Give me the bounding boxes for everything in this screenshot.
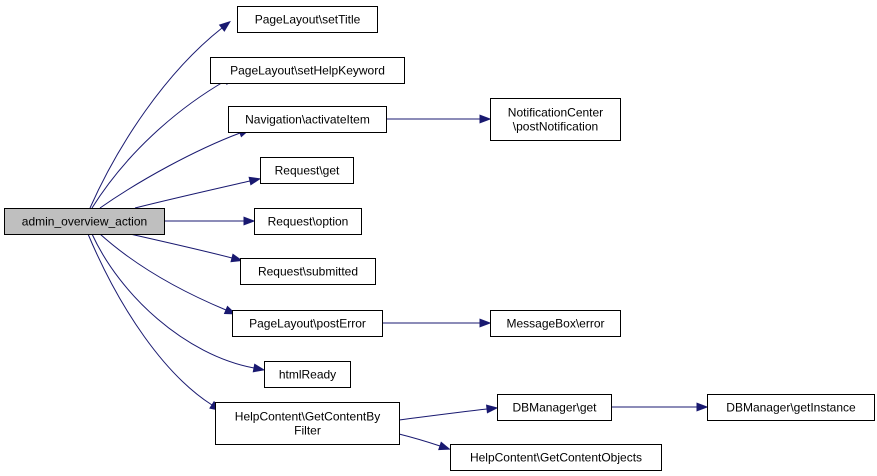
node-requestSubmitted[interactable]: Request\submitted	[240, 258, 376, 285]
edge-getContentByFilter-to-dbGet	[398, 404, 499, 421]
node-label: Navigation\activateItem	[245, 113, 370, 127]
node-messageBoxError[interactable]: MessageBox\error	[490, 310, 621, 337]
node-label: Request\submitted	[258, 265, 358, 279]
node-box	[490, 310, 621, 337]
arrowhead-icon	[252, 363, 266, 373]
node-box	[264, 361, 351, 388]
node-label: PageLayout\setHelpKeyword	[230, 64, 385, 78]
arrowhead-icon	[486, 404, 499, 414]
node-box	[260, 157, 354, 184]
node-box	[215, 402, 400, 445]
node-admin_overview_action[interactable]: admin_overview_action	[4, 208, 165, 235]
edge-postError-to-messageBoxError	[382, 318, 492, 328]
node-label: DBManager\getInstance	[726, 401, 856, 415]
node-box	[707, 394, 875, 421]
arrowhead-icon	[438, 441, 451, 451]
edge-getContentByFilter-to-getContentObjects	[398, 433, 451, 451]
node-label: DBManager\get	[512, 401, 597, 415]
node-box	[228, 106, 387, 133]
node-box	[210, 57, 405, 84]
node-box	[490, 98, 621, 141]
node-getContentObjects[interactable]: HelpContent\GetContentObjects	[450, 444, 662, 471]
node-box	[497, 394, 612, 421]
arrowhead-icon	[230, 253, 244, 263]
edge-line	[89, 27, 223, 209]
edge-dbGet-to-dbGetInstance	[611, 402, 709, 412]
node-setTitle[interactable]: PageLayout\setTitle	[237, 6, 378, 33]
edge-admin_overview_action-to-setHelpKeyword	[91, 75, 235, 209]
node-box	[240, 258, 376, 285]
edge-line	[134, 180, 251, 209]
node-postNotification[interactable]: NotificationCenter\postNotification	[490, 98, 621, 141]
edge-admin_overview_action-to-activateItem	[99, 128, 251, 209]
node-requestOption[interactable]: Request\option	[254, 208, 362, 235]
node-label: htmlReady	[279, 368, 336, 382]
nodes-layer: admin_overview_action PageLayout\setTitle…	[4, 6, 875, 471]
node-activateItem[interactable]: Navigation\activateItem	[228, 106, 387, 133]
node-label: admin_overview_action	[22, 215, 147, 229]
node-box	[237, 6, 378, 33]
node-label: MessageBox\error	[506, 317, 604, 331]
node-dbGetInstance[interactable]: DBManager\getInstance	[707, 394, 875, 421]
node-label: Request\get	[275, 164, 340, 178]
edge-line	[99, 233, 227, 311]
node-label: NotificationCenter\postNotification	[508, 106, 603, 134]
arrowhead-icon	[696, 402, 709, 412]
edge-admin_overview_action-to-requestOption	[164, 216, 256, 226]
node-setHelpKeyword[interactable]: PageLayout\setHelpKeyword	[210, 57, 405, 84]
node-postError[interactable]: PageLayout\postError	[232, 310, 383, 337]
edge-line	[87, 233, 213, 406]
edge-line	[91, 80, 226, 209]
node-requestGet[interactable]: Request\get	[260, 157, 354, 184]
node-box	[450, 444, 662, 471]
arrowhead-icon	[218, 20, 231, 32]
arrowhead-icon	[248, 176, 262, 186]
arrowhead-icon	[479, 318, 492, 328]
node-dbGet[interactable]: DBManager\get	[497, 394, 612, 421]
arrowhead-icon	[243, 216, 256, 226]
node-box	[254, 208, 362, 235]
node-label: Request\option	[268, 215, 349, 229]
node-box	[4, 208, 165, 235]
node-label: HelpContent\GetContentObjects	[470, 451, 642, 465]
node-label: PageLayout\postError	[249, 317, 366, 331]
edge-admin_overview_action-to-postError	[99, 233, 237, 315]
node-label: PageLayout\setTitle	[255, 13, 361, 27]
edge-line	[99, 132, 241, 209]
edge-admin_overview_action-to-requestGet	[134, 176, 262, 209]
node-htmlReady[interactable]: htmlReady	[264, 361, 351, 388]
edge-admin_overview_action-to-htmlReady	[91, 233, 266, 373]
edge-line	[398, 433, 441, 447]
edge-line	[398, 408, 488, 421]
edges-layer	[87, 20, 709, 451]
edge-admin_overview_action-to-getContentByFilter	[87, 233, 222, 412]
edge-line	[129, 233, 233, 259]
arrowhead-icon	[479, 114, 492, 124]
edge-line	[91, 233, 255, 369]
edge-admin_overview_action-to-requestSubmitted	[129, 233, 244, 263]
edge-admin_overview_action-to-setTitle	[89, 20, 231, 209]
node-box	[232, 310, 383, 337]
edge-activateItem-to-postNotification	[386, 114, 492, 124]
